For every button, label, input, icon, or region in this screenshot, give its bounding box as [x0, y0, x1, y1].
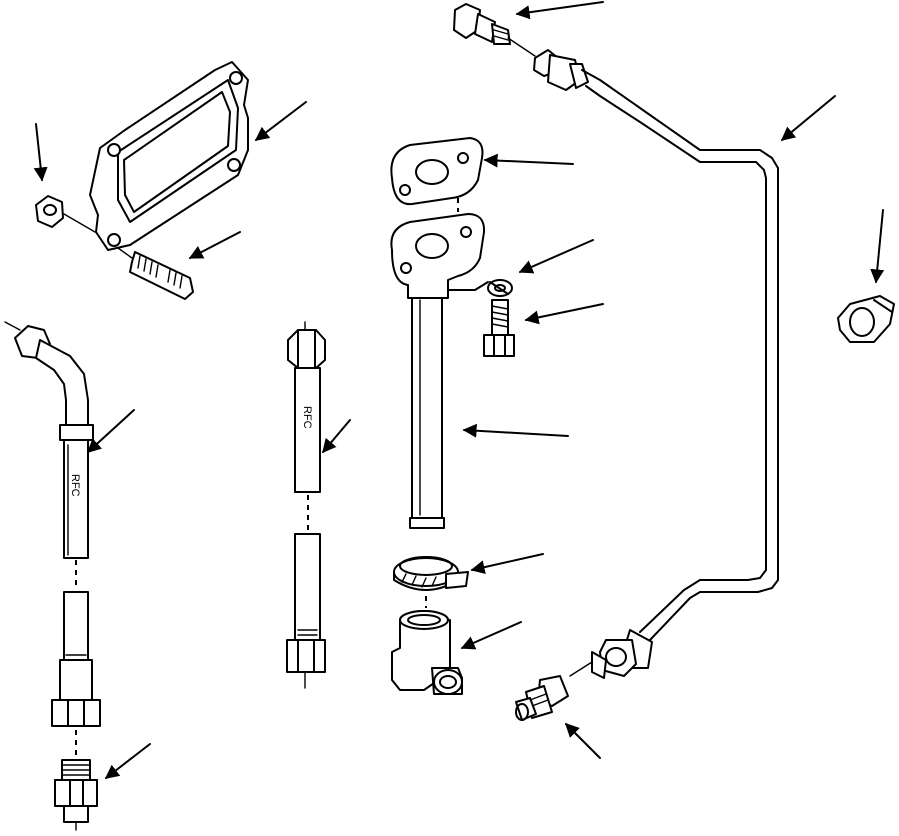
stud [117, 247, 194, 300]
leader-arrows [33, 1, 885, 779]
hose-fitting-left [54, 759, 98, 831]
connector-bottom [515, 675, 569, 721]
connector-top [453, 3, 536, 57]
bolt [483, 299, 515, 357]
svg-text:RFC: RFC [69, 474, 81, 497]
hex-nut [35, 195, 96, 233]
tube-clip [837, 295, 895, 343]
hose-middle: RFC [286, 321, 326, 689]
drain-tube [390, 213, 489, 529]
flange-gasket [390, 137, 484, 212]
turbo-gasket [89, 61, 249, 251]
hose-clamp [393, 556, 469, 591]
lock-washer [487, 279, 513, 297]
svg-text:RFC: RFC [301, 406, 313, 429]
oil-inlet-hose: RFC [4, 321, 101, 756]
elbow-fitting [391, 596, 463, 695]
oil-tube [533, 49, 779, 679]
